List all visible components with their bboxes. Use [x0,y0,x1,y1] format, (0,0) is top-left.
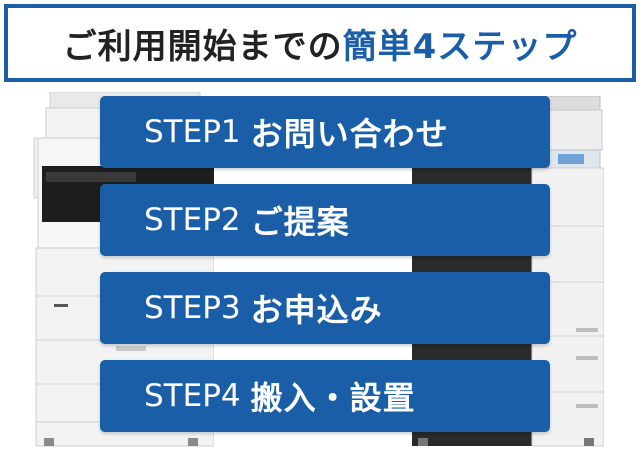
title-banner: ご利用開始までの簡単4ステップ [4,4,636,82]
step-label: STEP4 [144,378,241,414]
steps-list: STEP1 お問い合わせ STEP2 ご提案 STEP3 お申込み STEP4 … [100,96,550,448]
step-text: お申込み [250,291,383,329]
step-label: STEP1 [144,114,241,150]
page-title: ご利用開始までの簡単4ステップ [63,19,578,68]
step-3: STEP3 お申込み [100,272,550,344]
title-accent-text: 簡単4ステップ [342,26,578,67]
step-1: STEP1 お問い合わせ [100,96,550,168]
step-2: STEP2 ご提案 [100,184,550,256]
title-main-text: ご利用開始までの [62,26,343,67]
step-label: STEP2 [144,202,241,238]
step-text: 搬入・設置 [250,379,416,417]
step-4: STEP4 搬入・設置 [100,360,550,432]
step-text: お問い合わせ [250,115,449,153]
step-text: ご提案 [250,203,350,241]
step-label: STEP3 [144,290,241,326]
